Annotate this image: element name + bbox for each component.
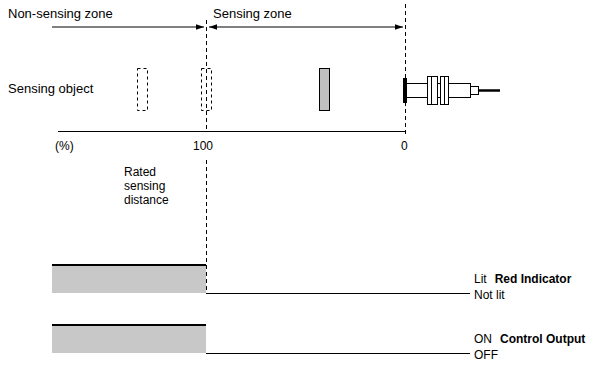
timing-line: [206, 293, 470, 294]
timing-high: [52, 325, 206, 353]
object-outline: [138, 69, 148, 111]
timing-line: [206, 353, 470, 354]
axis-label: (%): [55, 140, 74, 154]
distance-note: Rated sensing distance: [124, 166, 186, 207]
zone-label: Sensing zone: [213, 7, 292, 22]
axis-label: 0: [401, 140, 408, 154]
state-label: Lit: [474, 273, 487, 287]
timing-line: [52, 264, 206, 266]
dashed-line: [405, 4, 406, 134]
proximity-sensor: [403, 77, 500, 105]
state-label: Not lit: [474, 289, 505, 303]
dashed-line: [206, 20, 207, 132]
sensing-object: [320, 69, 330, 111]
axis-label: 100: [193, 140, 213, 154]
state-label: OFF: [474, 349, 498, 363]
object-label: Sensing object: [8, 82, 93, 97]
state-label: ON: [474, 333, 492, 347]
timing-line: [52, 324, 206, 326]
signal-name: Red Indicator: [495, 273, 572, 287]
zone-arrow: [52, 27, 204, 28]
zone-arrow: [209, 27, 403, 28]
distance-axis: [58, 131, 405, 132]
timing-high: [52, 265, 206, 293]
signal-name: Control Output: [500, 333, 585, 347]
object-outline: [202, 69, 212, 111]
zone-label: Non-sensing zone: [8, 7, 113, 22]
dashed-line: [206, 160, 207, 292]
